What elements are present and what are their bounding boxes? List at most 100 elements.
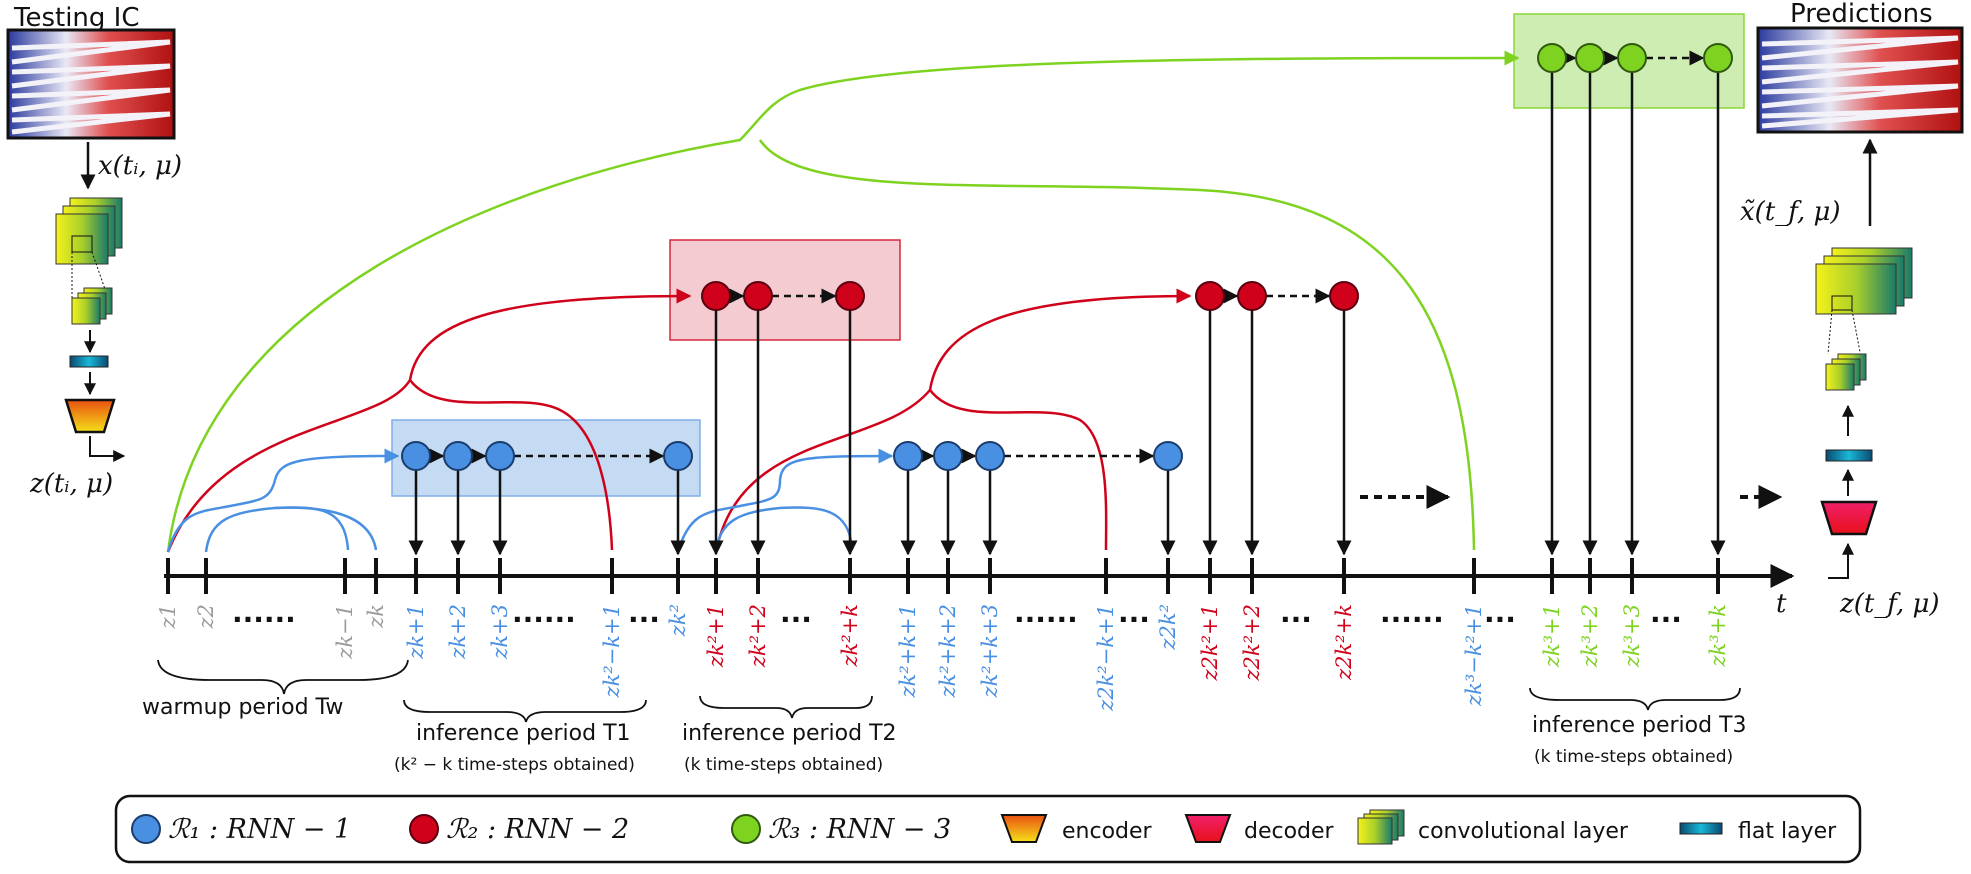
svg-text:...: ... — [780, 596, 812, 629]
z-start-formula: z(tᵢ, μ) — [29, 469, 113, 499]
rnn1-node — [893, 441, 923, 471]
rnn3-node — [1617, 43, 1647, 73]
period-t2-label: inference period T2 — [682, 721, 897, 746]
period-braces — [157, 659, 1741, 723]
rnn1-node — [933, 441, 963, 471]
rnn3-node — [1575, 43, 1605, 73]
tick-label: zk²+1 — [704, 604, 728, 668]
tick-label: zk²−k+1 — [600, 604, 624, 699]
rnn2-node — [701, 281, 731, 311]
rnn3-node — [1537, 43, 1567, 73]
encoder-flat-layer — [69, 355, 109, 368]
testing-ic-image — [6, 28, 176, 140]
rnn1-box — [391, 419, 701, 497]
rnn-nodes — [401, 43, 1733, 471]
decoder-flat-layer — [1825, 449, 1873, 462]
period-t3-label: inference period T3 — [1532, 713, 1747, 738]
svg-text:ℛ₃ : RNN − 3: ℛ₃ : RNN − 3 — [768, 814, 951, 845]
legend-encoder: encoder — [1000, 814, 1153, 844]
tick-label: zk³+k — [1706, 604, 1730, 668]
tick-label: zk — [364, 604, 388, 629]
warmup-period-label: warmup period Tw — [142, 695, 343, 720]
rnn1-node — [401, 441, 431, 471]
decoder-conv-stack — [1815, 247, 1913, 391]
encoder-conv-stack — [55, 197, 123, 325]
decoder-icon — [1820, 500, 1878, 536]
svg-text:......: ...... — [512, 596, 576, 629]
rnn3-node — [1703, 43, 1733, 73]
axis-ellipses: ...... ...... ... ... ...... ... ... ...… — [232, 596, 1682, 629]
rnn1-node — [975, 441, 1005, 471]
svg-text:...: ... — [628, 596, 660, 629]
svg-text:...: ... — [1650, 596, 1682, 629]
legend-box — [114, 794, 1862, 864]
tick-label: zk+1 — [404, 604, 428, 660]
svg-text:......: ...... — [1380, 596, 1444, 629]
svg-text:ℛ₂ : RNN − 2: ℛ₂ : RNN − 2 — [446, 814, 629, 845]
tick-label: zk³+2 — [1578, 604, 1602, 668]
period-t3-note: (k time-steps obtained) — [1534, 747, 1733, 767]
output-arrows — [408, 72, 1726, 556]
rnn2-node — [1237, 281, 1267, 311]
svg-text:encoder: encoder — [1062, 819, 1153, 844]
rnn1-node — [1153, 441, 1183, 471]
rnn1-node — [485, 441, 515, 471]
legend-conv: convolutional layer — [1357, 809, 1629, 845]
legend-flat: flat layer — [1679, 819, 1837, 844]
svg-text:......: ...... — [232, 596, 296, 629]
tick-label: zk² — [666, 604, 690, 637]
tick-label: zk−1 — [333, 604, 357, 660]
svg-text:ℛ₁ : RNN − 1: ℛ₁ : RNN − 1 — [168, 814, 351, 845]
legend-rnn1-icon — [131, 814, 161, 844]
legend-rnn2-icon — [409, 814, 439, 844]
tick-label: z2k²−k+1 — [1094, 604, 1118, 712]
input-formula: x(tᵢ, μ) — [98, 151, 182, 181]
legend-decoder: decoder — [1184, 814, 1335, 844]
tick-label: zk²+k+2 — [936, 604, 960, 699]
tick-label: z2k² — [1156, 604, 1180, 651]
tick-label: zk³+1 — [1540, 604, 1564, 668]
svg-text:...: ... — [1280, 596, 1312, 629]
tick-label: zk+3 — [488, 604, 512, 660]
period-t1-label: inference period T1 — [416, 721, 631, 746]
svg-text:...: ... — [1118, 596, 1150, 629]
tick-label: zk³+3 — [1620, 604, 1644, 668]
tick-label: zk²+2 — [746, 604, 770, 668]
connection-curves — [166, 50, 1520, 553]
tick-label: zk³−k²+1 — [1462, 604, 1486, 707]
rnn2-node — [743, 281, 773, 311]
rnn2-node — [835, 281, 865, 311]
svg-text:decoder: decoder — [1244, 819, 1335, 844]
period-t1-note: (k² − k time-steps obtained) — [394, 755, 635, 775]
rnn1-node — [663, 441, 693, 471]
legend-rnn2: ℛ₂ : RNN − 2 — [409, 814, 629, 845]
legend-conv-icon — [1357, 817, 1393, 845]
svg-text:convolutional layer: convolutional layer — [1418, 819, 1629, 844]
tick-label: z2k²+1 — [1198, 604, 1222, 682]
predictions-image — [1756, 26, 1964, 134]
axis-ticks — [166, 558, 1720, 594]
legend-decoder-icon — [1184, 814, 1232, 843]
legend-rnn1: ℛ₁ : RNN − 1 — [131, 814, 351, 845]
encoder-icon — [64, 398, 116, 434]
z-end-formula: z(t_f, μ) — [1839, 589, 1940, 619]
tick-label: z2k²+2 — [1240, 604, 1264, 682]
rnn2-node — [1195, 281, 1225, 311]
svg-text:...: ... — [1484, 596, 1516, 629]
tick-label: zk²+k — [838, 604, 862, 668]
legend-flat-icon — [1679, 822, 1723, 835]
tick-label: z2 — [194, 604, 218, 629]
tick-label: zk²+k+1 — [896, 604, 920, 699]
output-formula: x̃(t_f, μ) — [1740, 197, 1841, 227]
rnn2-node — [1329, 281, 1359, 311]
tick-label: z2k²+k — [1332, 604, 1356, 681]
period-t2-note: (k time-steps obtained) — [684, 755, 883, 775]
legend-encoder-icon — [1000, 814, 1048, 843]
tick-label: z1 — [156, 604, 180, 629]
predictions-title: Predictions — [1790, 0, 1933, 29]
tick-label: zk²+k+3 — [978, 604, 1002, 699]
svg-text:flat layer: flat layer — [1738, 819, 1837, 844]
svg-text:......: ...... — [1014, 596, 1078, 629]
